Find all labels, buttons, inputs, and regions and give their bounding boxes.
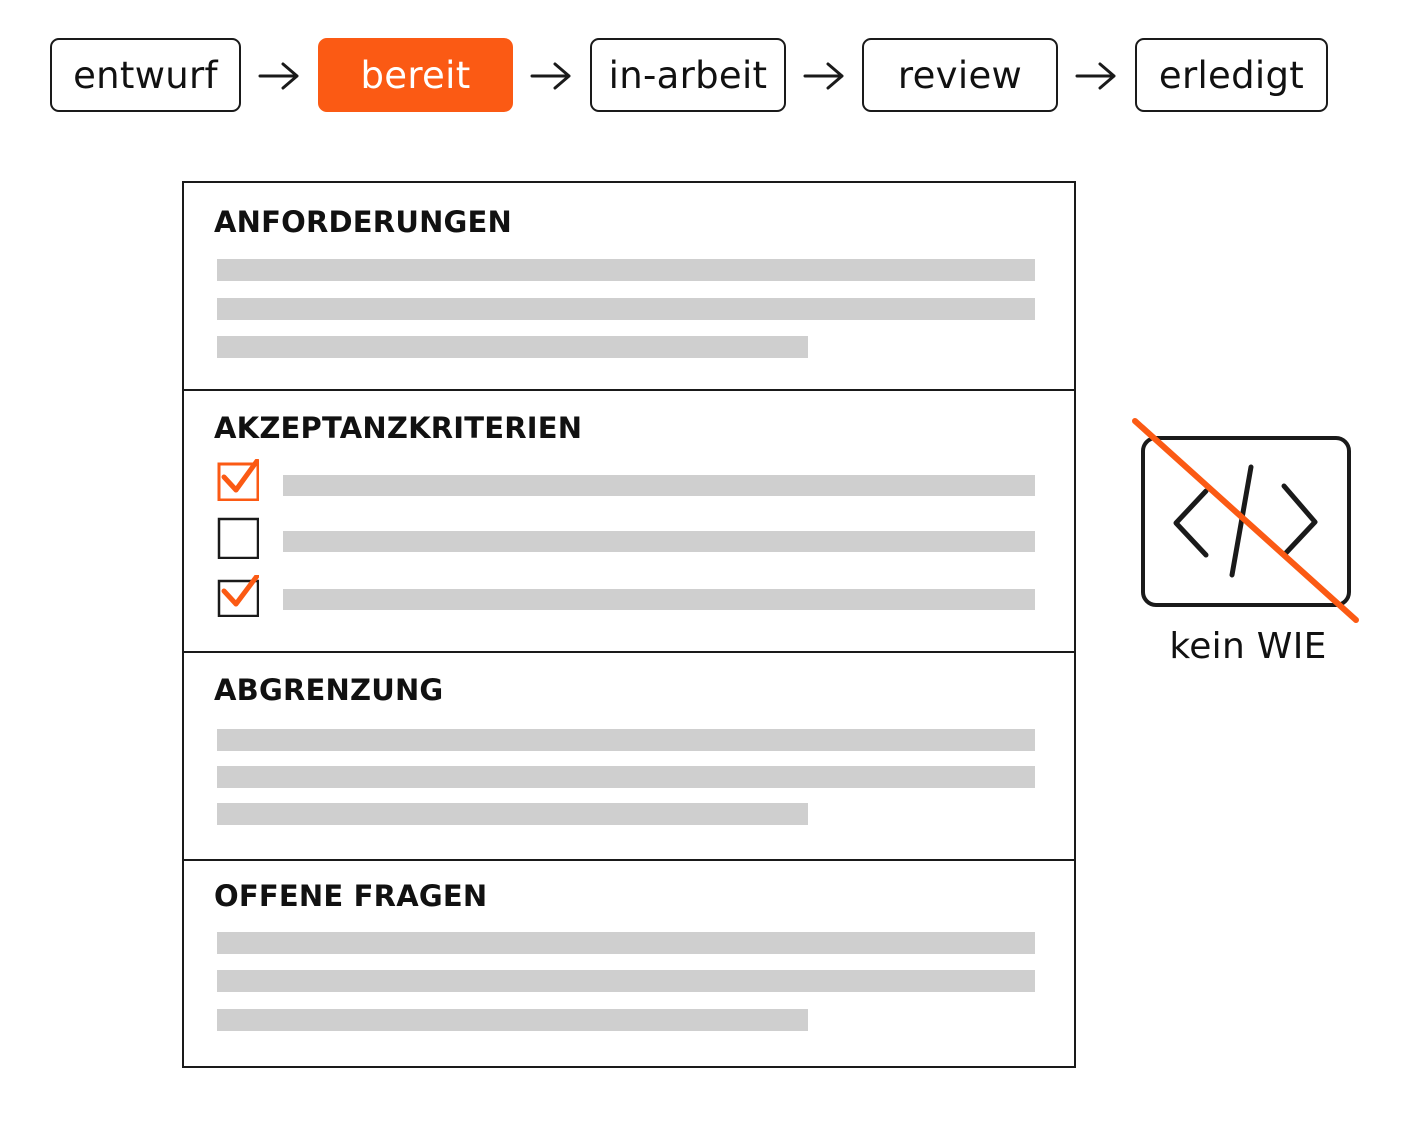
stage-label: review: [897, 53, 1023, 97]
arrow-right-icon: [1075, 62, 1116, 90]
section-akzeptanzkriterien: AKZEPTANZKRITERIEN: [184, 389, 1074, 653]
stage-label: in-arbeit: [608, 53, 768, 97]
criterion-placeholder: [283, 475, 1035, 496]
stage-bereit: bereit: [318, 38, 513, 112]
text-placeholder: [217, 336, 808, 358]
stage-entwurf: entwurf: [50, 38, 241, 112]
criterion-placeholder: [283, 531, 1035, 552]
section-anforderungen: ANFORDERUNGEN: [184, 183, 1074, 391]
text-placeholder: [217, 970, 1035, 992]
text-placeholder: [217, 932, 1035, 954]
section-offene-fragen: OFFENE FRAGEN: [184, 859, 1074, 1067]
text-placeholder: [217, 766, 1035, 788]
criterion-placeholder: [283, 589, 1035, 610]
stage-label: bereit: [360, 53, 471, 97]
text-placeholder: [217, 1009, 808, 1031]
checkbox-checked-icon: [217, 459, 259, 501]
arrow-right-icon: [803, 62, 844, 90]
text-placeholder: [217, 259, 1035, 281]
text-placeholder: [217, 803, 808, 825]
section-title: OFFENE FRAGEN: [214, 879, 488, 913]
stage-review: review: [862, 38, 1058, 112]
section-title: ABGRENZUNG: [214, 673, 444, 707]
stage-in-arbeit: in-arbeit: [590, 38, 786, 112]
text-placeholder: [217, 729, 1035, 751]
spec-document: ANFORDERUNGEN AKZEPTANZKRITERIEN ABGRENZ…: [182, 181, 1076, 1068]
section-abgrenzung: ABGRENZUNG: [184, 651, 1074, 861]
arrow-right-icon: [530, 62, 571, 90]
no-code-label: kein WIE: [1169, 626, 1327, 667]
crossed-out-code-icon: [1132, 418, 1359, 623]
checkbox-unchecked-icon: [217, 517, 259, 559]
stage-label: erledigt: [1158, 53, 1305, 97]
arrow-right-icon: [258, 62, 299, 90]
text-placeholder: [217, 298, 1035, 320]
checkbox-checked-icon: [217, 575, 259, 617]
section-title: AKZEPTANZKRITERIEN: [214, 411, 583, 445]
stage-erledigt: erledigt: [1135, 38, 1328, 112]
stage-label: entwurf: [73, 53, 218, 97]
section-title: ANFORDERUNGEN: [214, 205, 513, 239]
